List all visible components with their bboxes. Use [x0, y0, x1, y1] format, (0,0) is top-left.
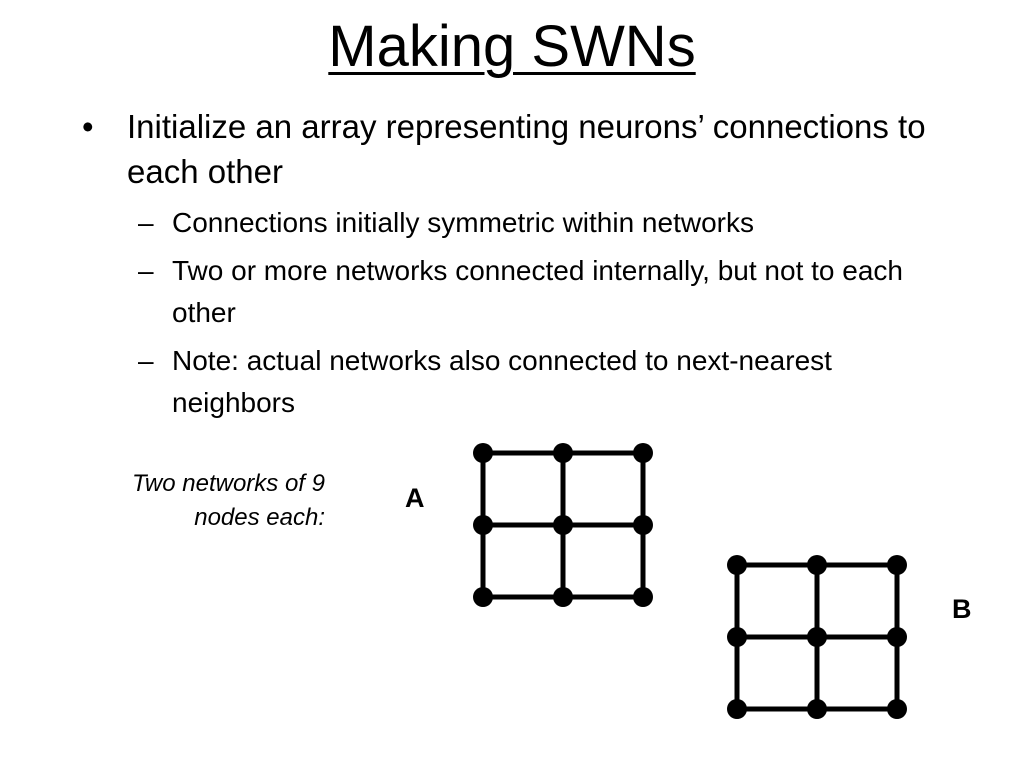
- network-b-label: B: [952, 594, 972, 624]
- network-node: [727, 555, 747, 575]
- network-node: [887, 699, 907, 719]
- network-node: [553, 587, 573, 607]
- bullet-list: • Initialize an array representing neuro…: [82, 104, 942, 424]
- network-node: [553, 515, 573, 535]
- network-node: [887, 555, 907, 575]
- network-node: [887, 627, 907, 647]
- network-node: [473, 443, 493, 463]
- network-node: [553, 443, 573, 463]
- sub-bullet-text: Two or more networks connected internall…: [172, 255, 903, 328]
- network-node: [807, 699, 827, 719]
- network-node: [633, 443, 653, 463]
- bullet-text: Initialize an array representing neurons…: [127, 108, 926, 190]
- sub-bullet-item: – Connections initially symmetric within…: [82, 202, 942, 244]
- bullet-item: • Initialize an array representing neuro…: [82, 104, 942, 194]
- network-node: [727, 627, 747, 647]
- network-node: [633, 587, 653, 607]
- sub-bullet-item: – Note: actual networks also connected t…: [82, 340, 942, 424]
- diagram-caption: Two networks of 9 nodes each:: [132, 470, 325, 531]
- sub-bullet-marker: –: [138, 255, 154, 286]
- bullet-marker: •: [82, 108, 94, 145]
- network-node: [727, 699, 747, 719]
- network-node: [633, 515, 653, 535]
- sub-bullet-item: – Two or more networks connected interna…: [82, 250, 942, 334]
- network-node: [807, 555, 827, 575]
- network-node: [473, 515, 493, 535]
- slide-title: Making SWNs: [328, 14, 696, 79]
- sub-bullet-marker: –: [138, 345, 154, 376]
- sub-bullet-text: Note: actual networks also connected to …: [172, 345, 832, 418]
- network-node: [807, 627, 827, 647]
- network-a-label: A: [405, 483, 425, 513]
- network-node: [473, 587, 493, 607]
- sub-bullet-marker: –: [138, 207, 154, 238]
- sub-bullet-text: Connections initially symmetric within n…: [172, 207, 754, 238]
